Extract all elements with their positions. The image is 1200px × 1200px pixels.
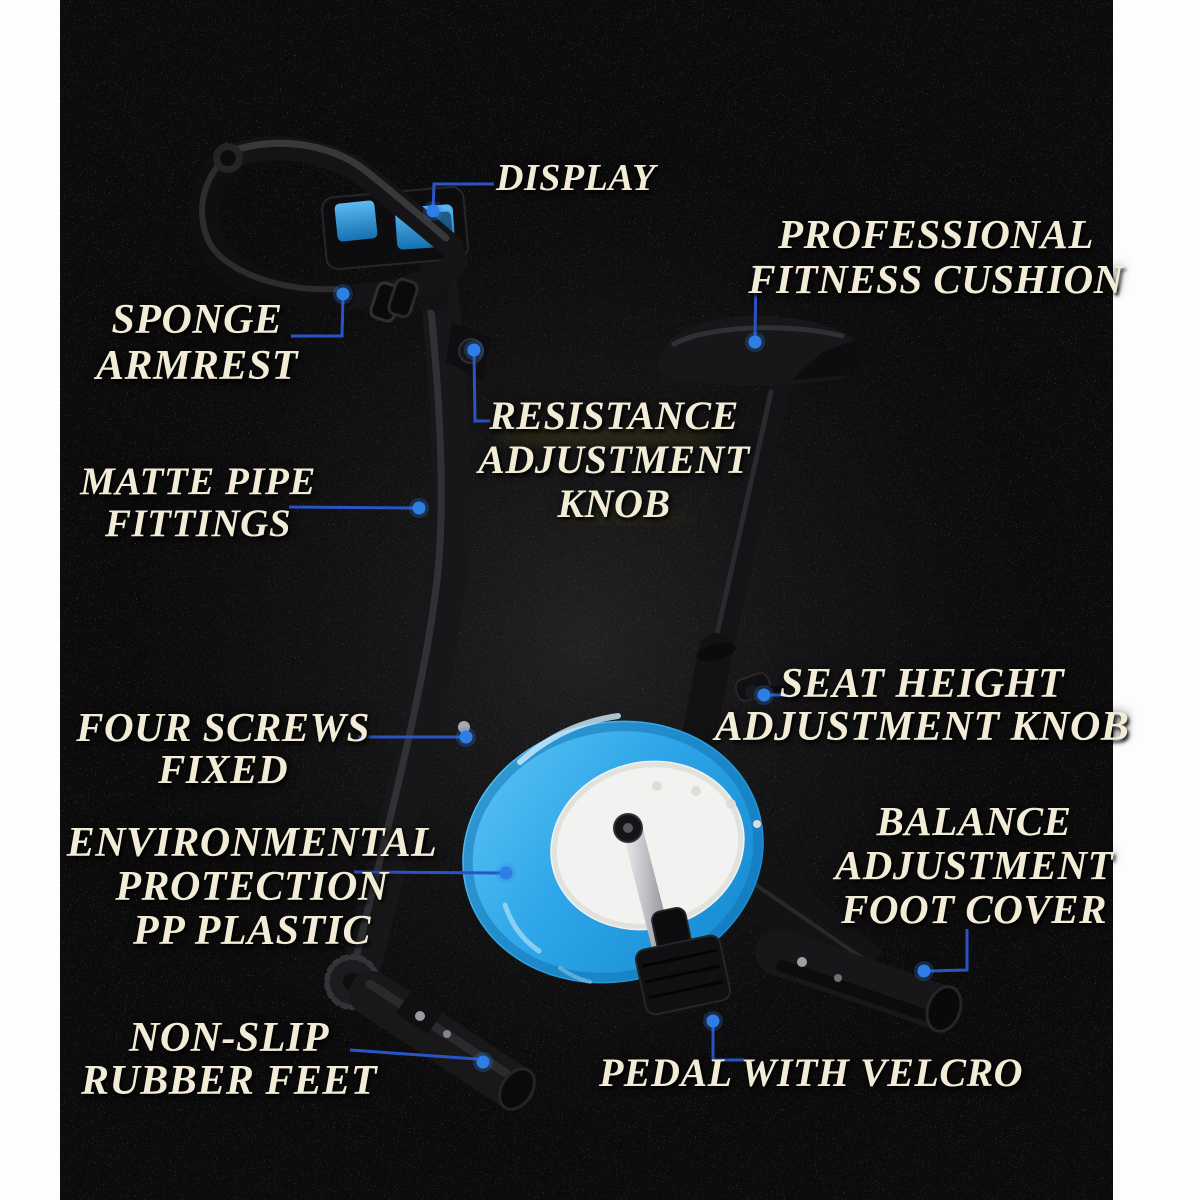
front-foot-end-cap [498,1067,536,1111]
display-leader-line [431,182,494,211]
pedal-with-velcro-leader-line [711,1024,744,1062]
exercise-bike [189,136,963,1111]
rear-foot-end-cap [925,985,963,1033]
sponge-grip-sheen [199,159,339,293]
rear-foot-screw [797,957,807,967]
yellow-smear [555,509,695,525]
shell-vent-dot [753,820,761,828]
shell-vent-dot [691,786,701,796]
pedal-ridge [648,980,724,999]
seat-cushion-front-facet [792,340,863,380]
front-foot-screw [415,1011,425,1021]
main-frame-tube-highlight [352,296,445,962]
resistance-adjustment-knob-leader-line [472,351,490,423]
yellow-smear [493,428,723,446]
matte-pipe-fittings-leader-dot [412,501,426,515]
handlebar-clamp [387,277,419,319]
right-margin [1113,0,1200,1200]
shell-vent-dot [726,799,736,809]
frame-screw [458,721,470,733]
shell-highlight [558,966,592,984]
pedal-ridge [641,949,718,968]
leader-lines [288,182,969,1072]
resistance-adjustment-knob-leader-dot [467,343,481,357]
front-foot-tube [349,971,535,1109]
shell-highlight [517,713,621,765]
display-screen-left [334,200,378,242]
four-screws-fixed-leader-dot [459,730,473,744]
sponge-armrest-leader-line [291,295,345,338]
balance-adjustment-foot-cover-leader-line [928,929,969,973]
shell-vent-dot [652,781,662,791]
rear-foot-tube-shade [776,960,934,1022]
seat-post-highlight [706,389,774,673]
main-frame-tube [343,281,471,985]
seat-height-adjustment-knob-leader-dot [757,688,771,702]
seat-cushion-highlight [671,325,845,347]
front-foot-screw [443,1030,451,1038]
balance-adjustment-foot-cover-leader-dot [917,964,931,978]
environmental-protection-pp-plastic-leader-dot [499,866,513,880]
pedal-with-velcro-leader-dot [706,1014,720,1028]
pedal-ridge [645,964,721,984]
environmental-protection-pp-plastic-leader-line [353,870,501,875]
seat-post-collar [696,642,736,662]
professional-fitness-cushion-leader-line [753,265,771,342]
sponge-armrest-leader-dot [336,287,350,301]
matte-pipe-fittings-leader-line [288,505,415,510]
handlebar-upper-bar-highlight [226,139,450,242]
seat-height-knob [745,685,759,699]
non-slip-rubber-feet-leader-dot [476,1055,490,1069]
crank-bolt [623,823,633,833]
rear-foot-screw [834,974,842,982]
body-shell-white-cover [550,760,745,931]
display-leader-dot [426,204,440,218]
shell-highlight [502,902,542,954]
non-slip-rubber-feet-leader-line [349,1048,478,1061]
left-margin [0,0,60,1200]
professional-fitness-cushion-leader-dot [748,335,762,349]
background-panel [60,0,1113,1200]
handlebar-end-cap-center [220,150,236,166]
